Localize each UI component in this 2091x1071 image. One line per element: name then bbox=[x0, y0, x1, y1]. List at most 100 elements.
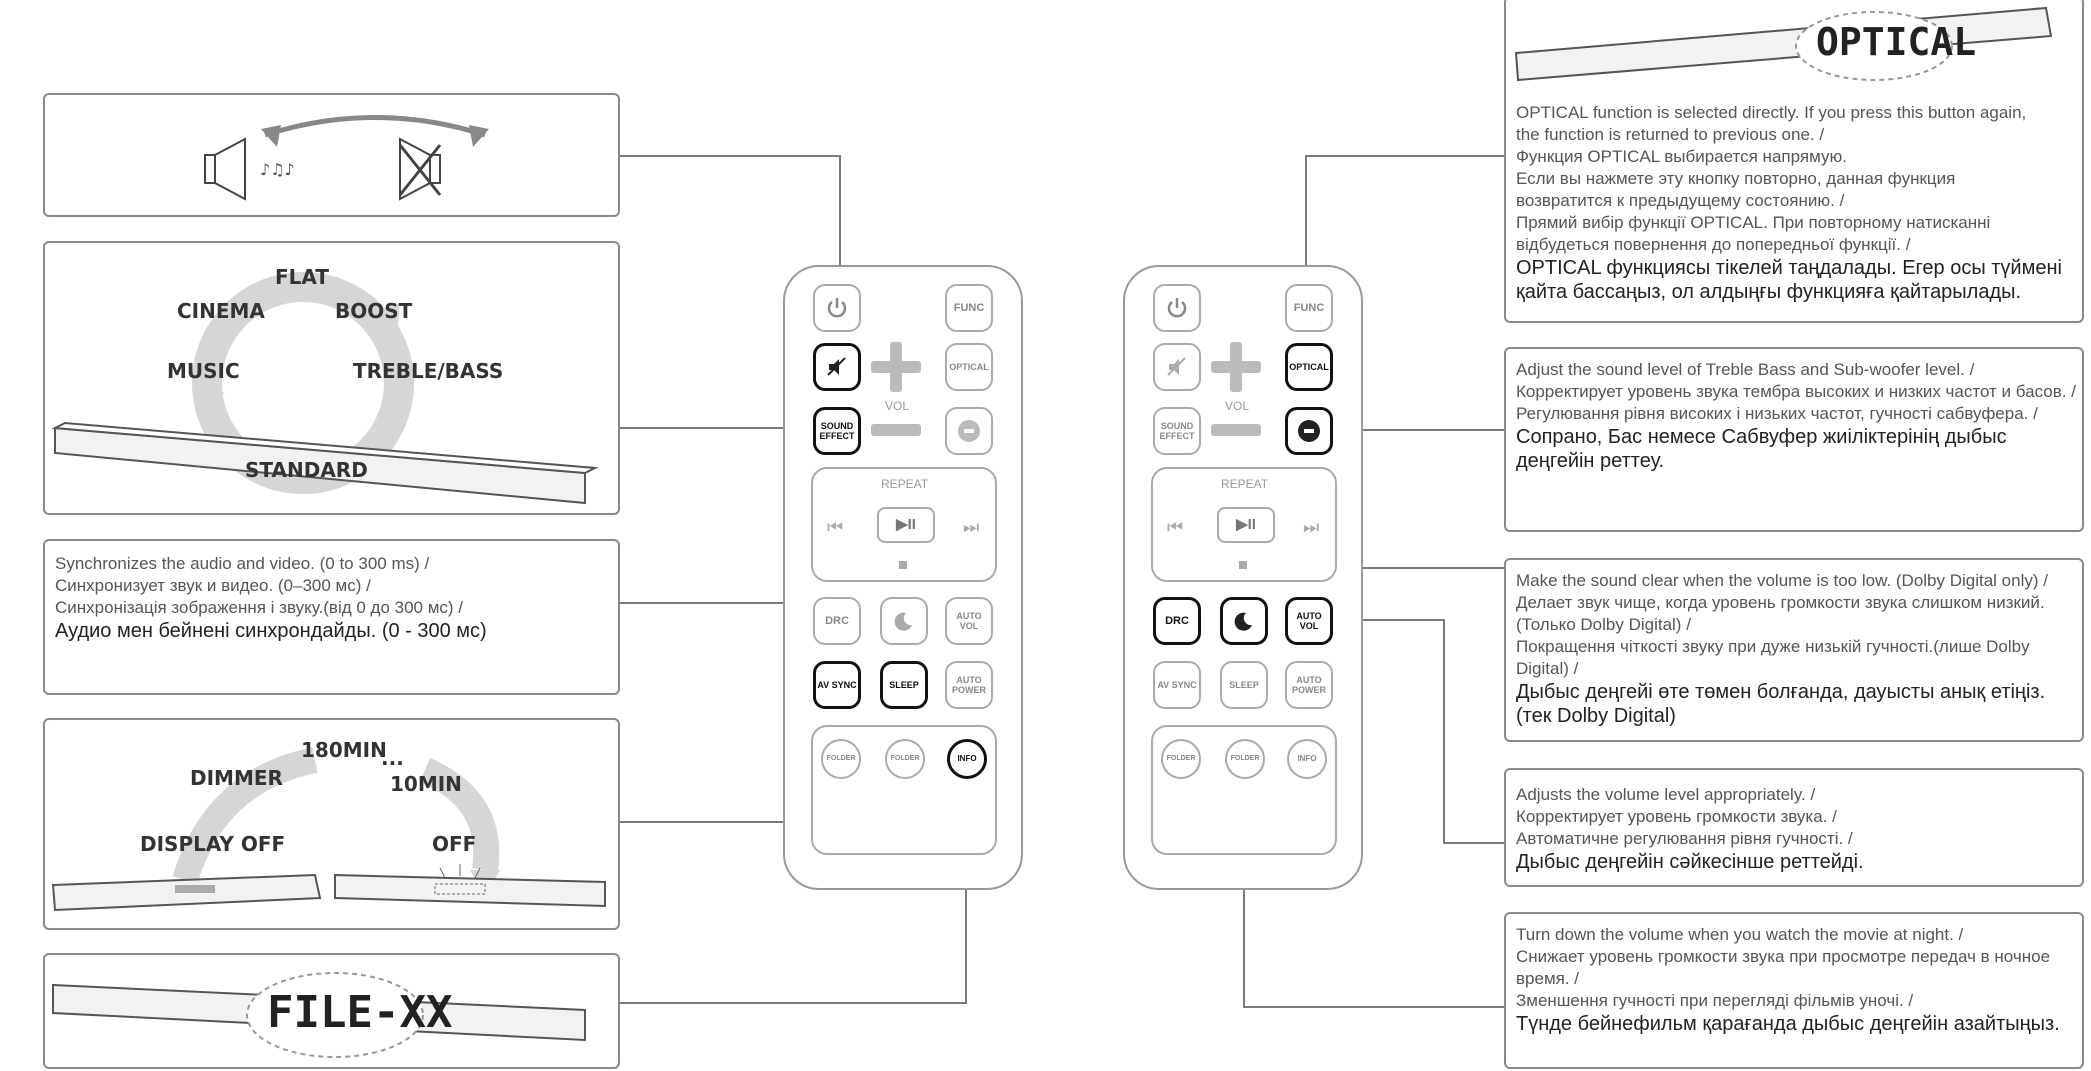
vol-plus-icon[interactable] bbox=[1211, 342, 1261, 392]
woofer-button[interactable] bbox=[1285, 407, 1333, 455]
sleep-panel: 180MIN ... 10MIN DIMMER DISPLAY OFF OFF bbox=[43, 718, 620, 930]
vol-label: VOL bbox=[885, 399, 910, 413]
vol-label: VOL bbox=[1225, 399, 1250, 413]
night-icon bbox=[894, 612, 912, 631]
optical-display-text: OPTICAL bbox=[1816, 20, 1977, 64]
playback-panel: REPEAT ⏮ ▶II ⏭ bbox=[811, 467, 997, 582]
remote-left: FUNC OPTICAL VOL SOUND EFFECT REPEAT ⏮ ▶… bbox=[783, 265, 1023, 890]
vol-minus-icon[interactable] bbox=[1211, 424, 1261, 436]
info-button[interactable]: INFO bbox=[947, 739, 987, 779]
sleep-display-off: DISPLAY OFF bbox=[140, 832, 286, 856]
night-button[interactable] bbox=[880, 597, 928, 645]
folder-down-button[interactable]: FOLDER bbox=[1161, 739, 1201, 779]
info-button[interactable]: INFO bbox=[1287, 739, 1327, 779]
func-button[interactable]: FUNC bbox=[1285, 284, 1333, 332]
auto-power-button[interactable]: AUTO POWER bbox=[1285, 661, 1333, 709]
mute-panel: ♪♫♪ bbox=[43, 93, 620, 217]
power-button[interactable] bbox=[813, 284, 861, 332]
prev-icon[interactable]: ⏮ bbox=[827, 517, 844, 537]
av-sync-button[interactable]: AV SYNC bbox=[813, 661, 861, 709]
soundbar-optical-icon bbox=[1514, 6, 2053, 82]
func-button[interactable]: FUNC bbox=[945, 284, 993, 332]
mode-boost: BOOST bbox=[335, 299, 413, 323]
svg-text:♪♫♪: ♪♫♪ bbox=[260, 160, 295, 179]
sleep-180min: 180MIN bbox=[301, 738, 387, 762]
sound-effect-button[interactable]: SOUND EFFECT bbox=[813, 407, 861, 455]
vol-minus-icon[interactable] bbox=[871, 424, 921, 436]
folder-up-button[interactable]: FOLDER bbox=[885, 739, 925, 779]
drc-button[interactable]: DRC bbox=[813, 597, 861, 645]
stop-icon[interactable] bbox=[899, 561, 907, 569]
night-en: Turn down the volume when you watch the … bbox=[1516, 925, 1964, 944]
sound-cycle-illustration bbox=[51, 272, 599, 505]
sleep-button[interactable]: SLEEP bbox=[880, 661, 928, 709]
drc-kk: Дыбыс деңгейі өте төмен болғанда, дауыст… bbox=[1516, 681, 2046, 727]
woofer-icon bbox=[1298, 420, 1320, 442]
soundbar-off-icon bbox=[334, 864, 606, 908]
mode-flat: FLAT bbox=[275, 265, 329, 289]
drc-ru: Делает звук чище, когда уровень громкост… bbox=[1516, 593, 2045, 634]
drc-button[interactable]: DRC bbox=[1153, 597, 1201, 645]
auto-vol-button[interactable]: AUTO VOL bbox=[1285, 597, 1333, 645]
woofer-button[interactable] bbox=[945, 407, 993, 455]
speaker-muted-icon bbox=[398, 137, 442, 201]
folder-down-button[interactable]: FOLDER bbox=[821, 739, 861, 779]
sleep-button[interactable]: SLEEP bbox=[1220, 661, 1268, 709]
optical-ru-2: Если вы нажмете эту кнопку повторно, дан… bbox=[1516, 169, 1956, 188]
prev-icon[interactable]: ⏮ bbox=[1167, 517, 1184, 537]
optical-button[interactable]: OPTICAL bbox=[945, 343, 993, 391]
play-pause-button[interactable]: ▶II bbox=[877, 507, 935, 543]
repeat-label[interactable]: REPEAT bbox=[1221, 477, 1269, 491]
night-button[interactable] bbox=[1220, 597, 1268, 645]
remote-right: FUNC OPTICAL VOL SOUND EFFECT REPEAT ⏮ ▶… bbox=[1123, 265, 1363, 890]
next-icon[interactable]: ⏭ bbox=[963, 517, 980, 537]
av-sync-ru: Синхронизует звук и видео. (0–300 мс) / bbox=[55, 576, 371, 595]
auto-vol-kk: Дыбыс деңгейін сәйкесінше реттейді. bbox=[1516, 851, 1864, 873]
optical-button[interactable]: OPTICAL bbox=[1285, 343, 1333, 391]
auto-vol-panel: Adjusts the volume level appropriately. … bbox=[1504, 768, 2084, 887]
optical-en-1: OPTICAL function is selected directly. I… bbox=[1516, 103, 2027, 122]
sound-effect-button[interactable]: SOUND EFFECT bbox=[1153, 407, 1201, 455]
treble-bass-ru: Корректирует уровень звука тембра высоки… bbox=[1516, 382, 2076, 401]
mute-button[interactable] bbox=[1153, 343, 1201, 391]
night-panel: Turn down the volume when you watch the … bbox=[1504, 912, 2084, 1069]
drc-uk: Покращення чіткості звуку при дуже низьк… bbox=[1516, 637, 2030, 678]
sleep-dots: ... bbox=[381, 746, 404, 770]
optical-kk: OPTICAL функциясы тікелей таңдалады. Еге… bbox=[1516, 257, 2062, 303]
folder-panel: FOLDER FOLDER INFO bbox=[811, 725, 997, 855]
night-kk: Түнде бейнефильм қарағанда дыбыс деңгейі… bbox=[1516, 1013, 2060, 1035]
folder-up-button[interactable]: FOLDER bbox=[1225, 739, 1265, 779]
av-sync-uk: Синхронізація зображення і звуку.(від 0 … bbox=[55, 598, 464, 617]
sound-effect-panel: FLAT CINEMA BOOST MUSIC TREBLE/BASS STAN… bbox=[43, 241, 620, 515]
mute-button[interactable] bbox=[813, 343, 861, 391]
mode-standard: STANDARD bbox=[245, 458, 368, 482]
treble-bass-kk: Сопрано, Бас немесе Сабвуфер жиіліктерін… bbox=[1516, 426, 2007, 472]
auto-vol-en: Adjusts the volume level appropriately. … bbox=[1516, 785, 1816, 804]
stop-icon[interactable] bbox=[1239, 561, 1247, 569]
auto-power-button[interactable]: AUTO POWER bbox=[945, 661, 993, 709]
next-icon[interactable]: ⏭ bbox=[1303, 517, 1320, 537]
soundbar-icon bbox=[51, 421, 599, 505]
mute-icon bbox=[827, 357, 846, 376]
drc-en: Make the sound clear when the volume is … bbox=[1516, 571, 2048, 590]
play-pause-button[interactable]: ▶II bbox=[1217, 507, 1275, 543]
sleep-10min: 10MIN bbox=[390, 772, 462, 796]
soundbar-file-icon bbox=[52, 972, 586, 1058]
power-button[interactable] bbox=[1153, 284, 1201, 332]
auto-vol-uk: Автоматичне регулювання рівня гучності. … bbox=[1516, 829, 1853, 848]
folder-panel: FOLDER FOLDER INFO bbox=[1151, 725, 1337, 855]
auto-vol-button[interactable]: AUTO VOL bbox=[945, 597, 993, 645]
optical-en-2: the function is returned to previous one… bbox=[1516, 125, 1825, 144]
repeat-label[interactable]: REPEAT bbox=[881, 477, 929, 491]
treble-bass-uk: Регулювання рівня високих і низьких част… bbox=[1516, 404, 2038, 423]
mute-illustration: ♪♫♪ bbox=[204, 115, 489, 201]
optical-ru-3: возвратится к предыдущему состоянию. / bbox=[1516, 191, 1845, 210]
treble-bass-en: Adjust the sound level of Treble Bass an… bbox=[1516, 360, 1975, 379]
vol-plus-icon[interactable] bbox=[871, 342, 921, 392]
auto-vol-ru: Корректирует уровень громкости звука. / bbox=[1516, 807, 1837, 826]
sleep-cycle-illustration bbox=[51, 747, 606, 912]
sleep-off: OFF bbox=[432, 832, 477, 856]
av-sync-button[interactable]: AV SYNC bbox=[1153, 661, 1201, 709]
optical-uk-2: відбудеться повернення до попередньої фу… bbox=[1516, 235, 1911, 254]
drc-panel: Make the sound clear when the volume is … bbox=[1504, 558, 2084, 742]
